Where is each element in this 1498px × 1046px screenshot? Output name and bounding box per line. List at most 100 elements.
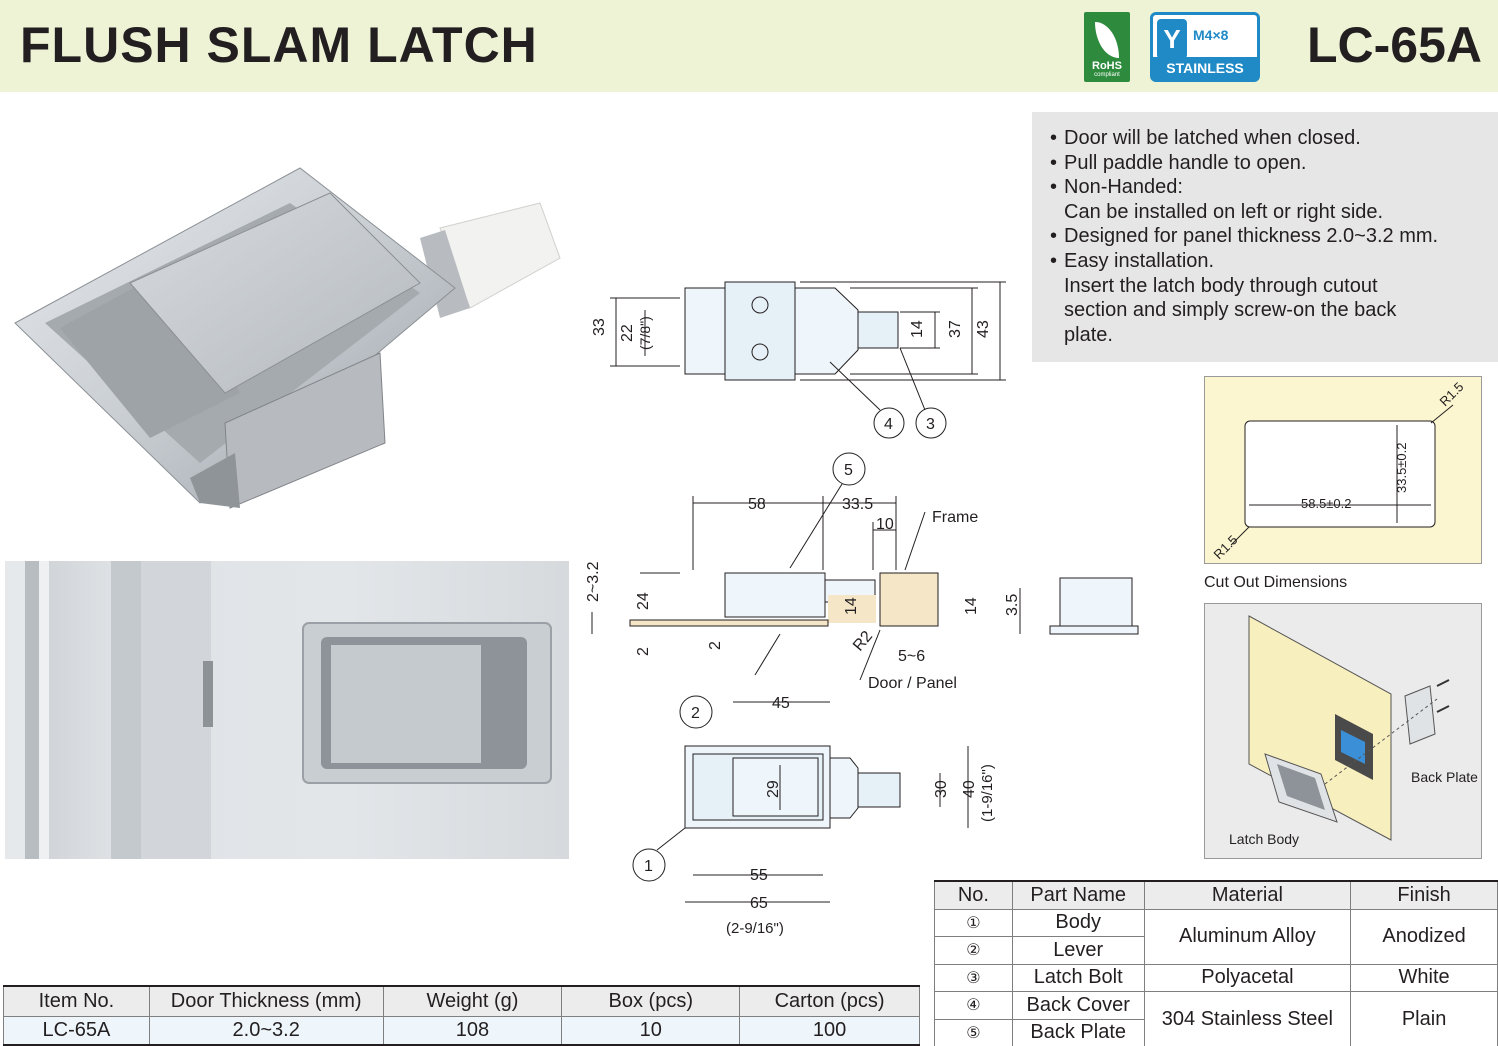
dim-43: 43 <box>975 320 992 338</box>
rohs-label: RoHS <box>1092 60 1122 72</box>
col-header: Finish <box>1350 880 1498 910</box>
product-photo <box>14 167 561 509</box>
dim-33: 33 <box>591 318 608 336</box>
dim-10: 10 <box>876 516 894 533</box>
cutout-height: 33.5±0.2 <box>1394 442 1409 493</box>
item-header-row: Item No. Door Thickness (mm) Weight (g) … <box>3 985 920 1017</box>
feature-item-cont: Can be installed on left or right side. <box>1064 200 1384 223</box>
dim-29: 29 <box>765 780 782 798</box>
col-header: Item No. <box>3 985 150 1017</box>
col-header: Part Name <box>1011 880 1145 910</box>
part-name: Lever <box>1011 936 1145 965</box>
finish: Plain <box>1350 991 1498 1046</box>
weight: 108 <box>382 1015 563 1046</box>
col-header: No. <box>934 880 1013 910</box>
radius-top: R1.5 <box>1437 379 1467 409</box>
item-table: Item No. Door Thickness (mm) Weight (g) … <box>3 985 920 1046</box>
leaf-icon <box>1095 22 1119 58</box>
technical-drawing: 33 22 (7/8") 14 37 43 4 3 5 58 33.5 10 F… <box>585 281 1139 937</box>
dim-65: 65 <box>750 895 768 912</box>
dim-30: 30 <box>933 780 950 798</box>
dim-40: 40 <box>961 780 978 798</box>
screw-icon: Y <box>1157 19 1187 59</box>
dim-40-inch: (1-9/16") <box>979 764 996 822</box>
table-row: ④ Back Cover 304 Stainless Steel Plain <box>934 991 1498 1046</box>
feature-item: Easy installation. <box>1048 249 1482 274</box>
rohs-badge: RoHS compliant <box>1084 12 1130 82</box>
callout-3: 3 <box>926 416 935 433</box>
parts-table: No. Part Name Material Finish ① Body Alu… <box>934 880 1498 1046</box>
dim-22: 22 <box>619 324 636 342</box>
col-header: Carton (pcs) <box>739 985 920 1017</box>
feature-item: Non-Handed: <box>1048 175 1482 200</box>
frame-label: Frame <box>932 509 978 526</box>
table-row: ③ Latch Bolt Polyacetal White <box>934 963 1498 992</box>
header-bar: FLUSH SLAM LATCH RoHS compliant Y M4×8 S… <box>0 0 1498 92</box>
callout-5: 5 <box>844 462 853 479</box>
door-panel-label: Door / Panel <box>868 675 957 692</box>
part-no: ③ <box>934 963 1013 992</box>
feature-item: Door will be latched when closed. <box>1048 126 1482 151</box>
stainless-badge: Y M4×8 STAINLESS <box>1150 12 1260 82</box>
dim-gap: 5~6 <box>898 648 925 665</box>
table-row: ② Lever <box>934 936 1498 965</box>
rohs-sub: compliant <box>1094 72 1120 78</box>
col-header: Box (pcs) <box>561 985 741 1017</box>
feature-item: Designed for panel thickness 2.0~3.2 mm. <box>1048 224 1482 249</box>
finish: Anodized <box>1350 908 1498 965</box>
dim-14-top: 14 <box>909 320 926 338</box>
page-title: FLUSH SLAM LATCH <box>20 17 538 73</box>
back-plate-label: Back Plate <box>1411 769 1478 785</box>
cutout-caption: Cut Out Dimensions <box>1204 574 1348 591</box>
feature-item: Pull paddle handle to open. <box>1048 151 1482 176</box>
feature-item-cont: section and simply screw-on the back <box>1064 299 1397 322</box>
installed-photo <box>5 561 569 859</box>
table-row: LC-65A 2.0~3.2 108 10 100 <box>3 1015 920 1046</box>
dim-45: 45 <box>772 695 790 712</box>
door-thickness: 2.0~3.2 <box>148 1015 384 1046</box>
dim-r2: R2 <box>850 628 876 655</box>
cutout-diagram: 58.5±0.2 33.5±0.2 R1.5 R1.5 <box>1211 379 1467 562</box>
dim-55: 55 <box>750 867 768 884</box>
dim-65-inch: (2-9/16") <box>726 920 784 937</box>
material: Polyacetal <box>1143 963 1352 992</box>
parts-header-row: No. Part Name Material Finish <box>934 880 1498 910</box>
callout-1: 1 <box>644 858 653 875</box>
table-row: ⑤ Back Plate <box>934 1018 1498 1046</box>
dim-thickness: 2~3.2 <box>585 561 602 602</box>
dim-2-b: 2 <box>707 641 724 650</box>
finish: White <box>1350 963 1498 992</box>
dim-24: 24 <box>635 592 652 610</box>
feature-item-cont: plate. <box>1064 323 1113 346</box>
callout-2: 2 <box>691 705 700 722</box>
col-header: Weight (g) <box>382 985 563 1017</box>
item-no: LC-65A <box>3 1015 150 1046</box>
dim-14-side-a: 14 <box>843 597 860 615</box>
col-header: Door Thickness (mm) <box>148 985 384 1017</box>
features-panel: Door will be latched when closed. Pull p… <box>1032 112 1498 362</box>
cutout-panel: 58.5±0.2 33.5±0.2 R1.5 R1.5 <box>1204 376 1482 564</box>
part-name: Back Cover <box>1011 991 1145 1020</box>
part-no: ① <box>934 908 1013 937</box>
material: Aluminum Alloy <box>1143 908 1352 965</box>
dim-37: 37 <box>947 320 964 338</box>
installation-diagram: Back Plate Latch Body <box>1204 603 1482 859</box>
installation-art: Back Plate Latch Body <box>1229 615 1478 847</box>
part-no: ② <box>934 936 1013 965</box>
carton-qty: 100 <box>739 1015 920 1046</box>
feature-item-cont: Insert the latch body through cutout <box>1064 274 1378 297</box>
dim-33-5: 33.5 <box>842 496 873 513</box>
dim-14-side-b: 14 <box>963 597 980 615</box>
features-list: Door will be latched when closed. Pull p… <box>1048 126 1482 347</box>
table-row: ① Body Aluminum Alloy Anodized <box>934 908 1498 965</box>
dim-3-5: 3.5 <box>1004 594 1021 616</box>
part-no: ④ <box>934 991 1013 1020</box>
stainless-label: STAINLESS <box>1153 57 1257 79</box>
part-name: Back Plate <box>1011 1018 1145 1046</box>
screw-size: M4×8 <box>1193 27 1229 43</box>
box-qty: 10 <box>561 1015 741 1046</box>
installed-photo-art <box>5 561 552 859</box>
callout-4: 4 <box>884 416 893 433</box>
model-number: LC-65A <box>1306 17 1482 73</box>
dim-58: 58 <box>748 496 766 513</box>
